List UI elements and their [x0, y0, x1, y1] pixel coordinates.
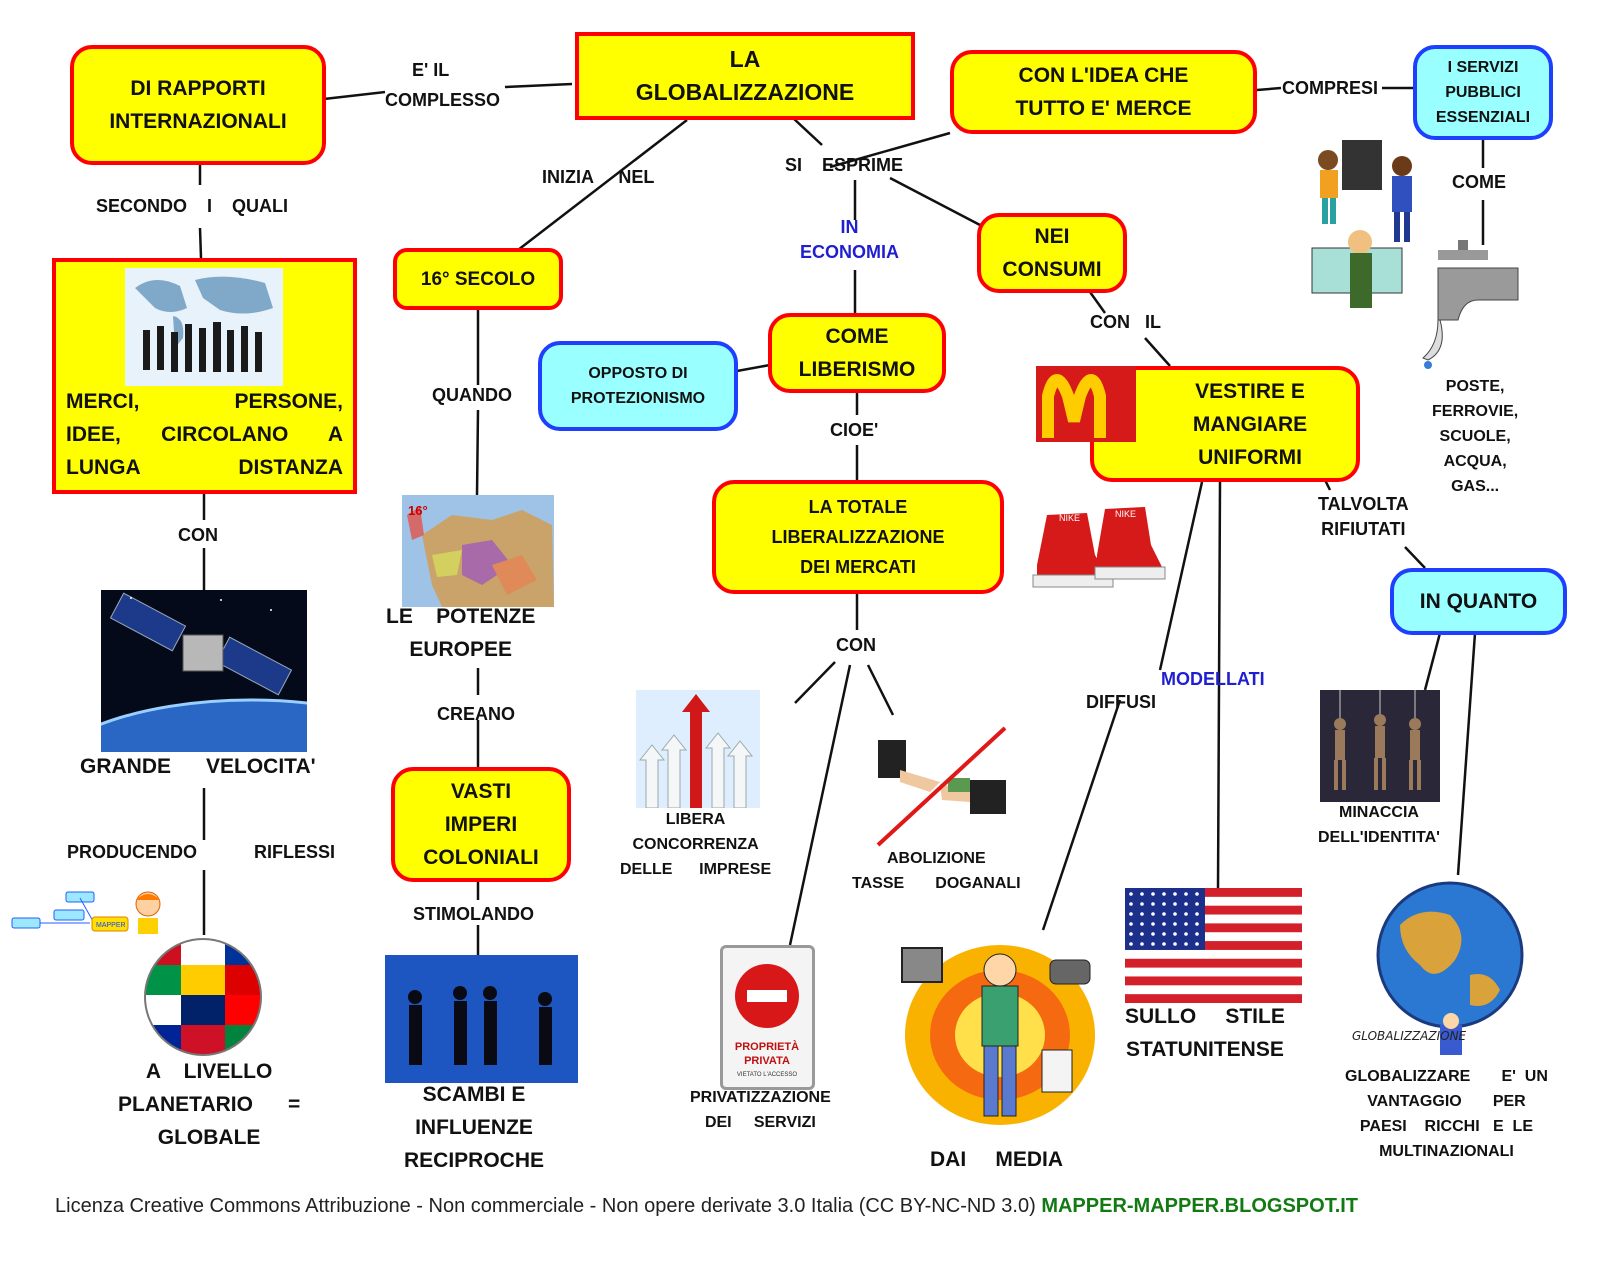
sign-privata: PRIVATA [744, 1055, 790, 1067]
node-rapporti-internazionali: DI RAPPORTI INTERNAZIONALI [70, 45, 326, 165]
label-con-1: CON [178, 525, 218, 545]
label-poste-ferrovie: POSTE, FERROVIE, SCUOLE, ACQUA, GAS... [1432, 378, 1519, 495]
node-merci-text: MERCI, PERSONE, IDEE, CIRCOLANO A LUNGA … [66, 390, 343, 479]
flags-globe-image [137, 935, 269, 1060]
label-dai-media: DAI MEDIA [930, 1148, 1064, 1171]
node-16-secolo: 16° SECOLO [393, 248, 563, 310]
label-privatizzazione: PRIVATIZZAZIONE DEI SERVIZI [690, 1089, 831, 1131]
label-in-economia: IN ECONOMIA [800, 217, 899, 262]
usa-flag-image [1125, 888, 1302, 1003]
label-livello-planetario: A LIVELLO PLANETARIO = GLOBALE [118, 1060, 301, 1149]
label-complesso: COMPLESSO [385, 90, 501, 110]
label-globalizzare-vantaggio: GLOBALIZZARE E' UN VANTAGGIO PER PAESI R… [1345, 1068, 1548, 1160]
mapper-logo-text: MAPPER [96, 922, 126, 929]
nike-text-1: NIKE [1059, 513, 1080, 523]
node-nei-consumi: NEI CONSUMI [977, 213, 1127, 293]
label-stimolando: STIMOLANDO [413, 904, 534, 924]
label-potenze-europee: LE POTENZE EUROPEE [386, 605, 536, 661]
label-come: COME [1452, 172, 1506, 192]
label-talvolta-rifiutati: TALVOLTA RIFIUTATI [1318, 494, 1409, 539]
sign-vietato: VIETATO L'ACCESSO [737, 1072, 797, 1078]
label-diffusi: DIFFUSI [1086, 692, 1156, 712]
node-servizi-pubblici: I SERVIZI PUBBLICI ESSENZIALI [1413, 45, 1553, 140]
label-scambi-influenze: SCAMBI E INFLUENZE RECIPROCHE [404, 1083, 545, 1172]
puppets-image [1320, 690, 1440, 802]
label-secondo-i-quali: SECONDO I QUALI [96, 196, 289, 216]
mcdonalds-logo-image [1036, 366, 1136, 442]
mapper-logo-image: MAPPER [10, 890, 170, 946]
label-si-esprime: SI ESPRIME [785, 155, 904, 175]
nike-shoes-image: NIKE NIKE [1027, 495, 1167, 595]
label-grande-velocita: GRANDE VELOCITA' [80, 755, 316, 778]
blog-link[interactable]: MAPPER-MAPPER.BLOGSPOT.IT [1041, 1195, 1359, 1217]
europe-map-image: 16° [402, 495, 554, 607]
node-opposto-protezionismo: OPPOSTO DI PROTEZIONISMO [538, 341, 738, 431]
label-sullo-stile: SULLO STILE STATUNITENSE [1125, 1005, 1285, 1061]
faucet-image [1418, 240, 1538, 370]
node-vasti-imperi: VASTI IMPERI COLONIALI [391, 767, 571, 882]
node-totale-liberalizzazione: LA TOTALE LIBERALIZZAZIONE DEI MERCATI [712, 480, 1004, 594]
satellite-image [101, 590, 307, 752]
media-cartoon-image [900, 930, 1100, 1135]
sign-proprieta: PROPRIETÀ [735, 1040, 799, 1053]
node-globalizzazione: LA GLOBALIZZAZIONE [575, 32, 915, 120]
label-compresi: COMPRESI [1282, 78, 1379, 98]
label-abolizione-tasse: ABOLIZIONE TASSE DOGANALI [852, 850, 1021, 892]
world-business-image [125, 268, 283, 386]
map-century-text: 16° [408, 503, 428, 518]
label-e-il: E' IL [412, 60, 450, 80]
private-property-sign-image: PROPRIETÀ PRIVATA VIETATO L'ACCESSO [720, 945, 815, 1090]
label-con-2: CON [836, 635, 876, 655]
label-creano: CREANO [437, 704, 516, 724]
label-libera-concorrenza: LIBERA CONCORRENZA DELLE IMPRESE [620, 811, 772, 878]
label-riflessi: RIFLESSI [254, 842, 336, 862]
label-cioe: CIOE' [830, 420, 879, 440]
label-minaccia-identita: MINACCIA DELL'IDENTITA' [1318, 804, 1440, 846]
license-text: Licenza Creative Commons Attribuzione - … [55, 1195, 1036, 1217]
label-inizia-nel: INIZIA NEL [542, 167, 655, 187]
globalization-cartoon-image: GLOBALIZZAZIONE [1340, 875, 1560, 1065]
node-come-liberismo: COME LIBERISMO [768, 313, 946, 393]
customs-tax-image [870, 720, 1010, 850]
label-quando: QUANDO [432, 385, 512, 405]
business-silhouettes-image [385, 955, 578, 1083]
public-services-people-image [1310, 138, 1430, 318]
label-con-il: CON IL [1090, 312, 1161, 332]
label-producendo: PRODUCENDO [67, 842, 198, 862]
node-idea-merce: CON L'IDEA CHE TUTTO E' MERCE [950, 50, 1257, 134]
node-in-quanto: IN QUANTO [1390, 568, 1567, 635]
globalizzazione-cartoon-text: GLOBALIZZAZIONE [1352, 1029, 1467, 1043]
label-modellati: MODELLATI [1161, 669, 1265, 689]
footer-license: Licenza Creative Commons Attribuzione - … [55, 1195, 1358, 1218]
competition-arrows-image [636, 690, 760, 808]
nike-text-2: NIKE [1115, 509, 1136, 519]
